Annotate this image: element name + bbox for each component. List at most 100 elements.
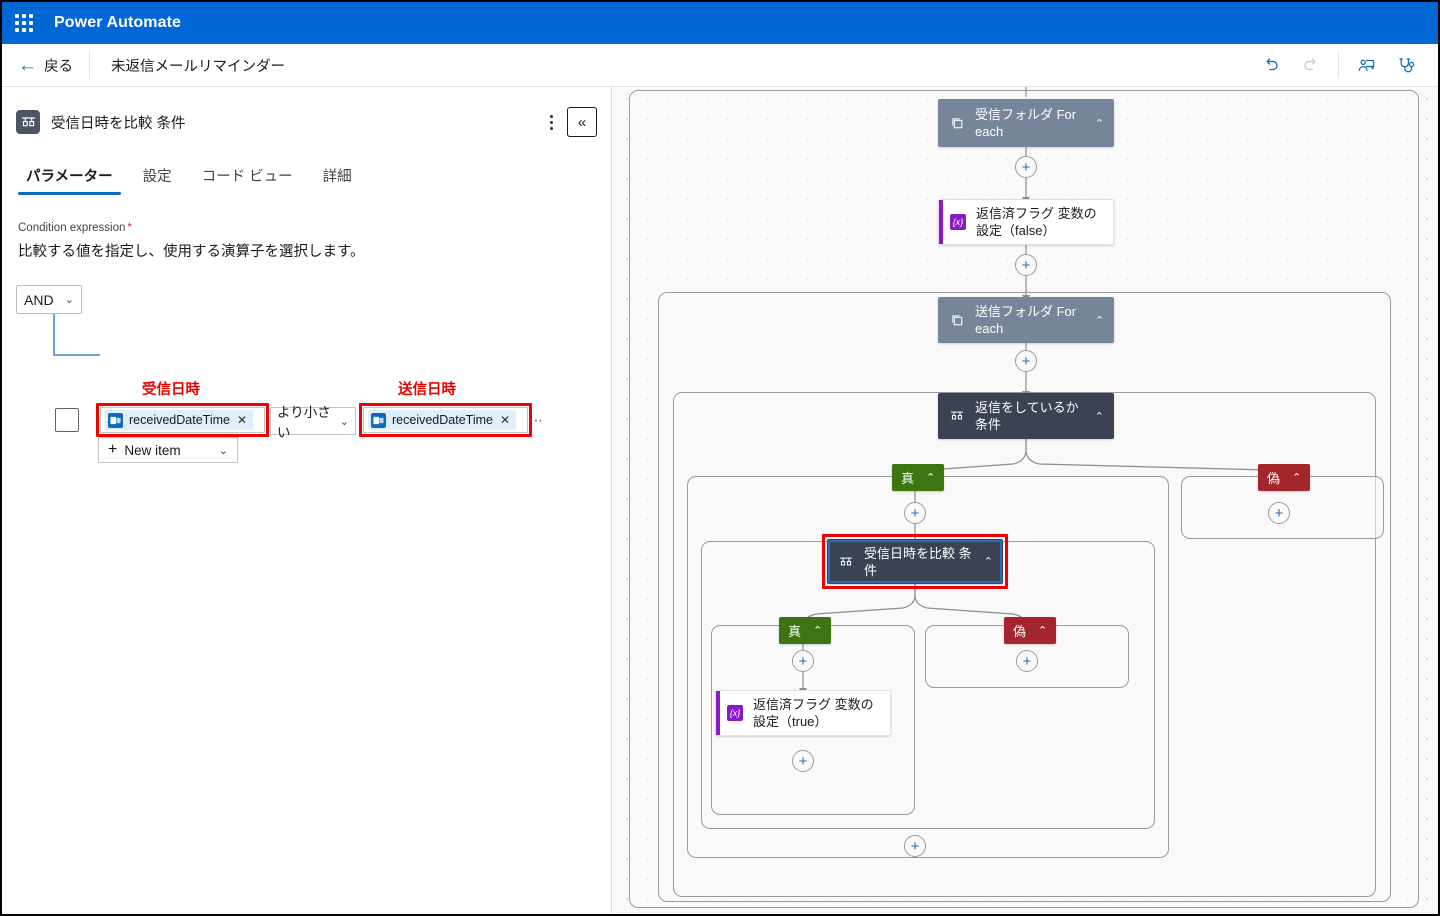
- node-title: 返信をしているか 条件: [975, 400, 1079, 432]
- more-options-icon[interactable]: [539, 108, 563, 136]
- chevron-double-left-icon[interactable]: «: [567, 107, 597, 137]
- node-title: 受信フォルダ For each: [975, 107, 1077, 139]
- branch-label-text: 真: [788, 624, 802, 639]
- add-step-button-2[interactable]: +: [1015, 254, 1037, 276]
- node-condition-compare[interactable]: 受信日時を比較 条件 ⌃: [827, 539, 1003, 584]
- chevron-down-icon: ⌄: [218, 444, 228, 457]
- flow-canvas[interactable]: 受信フォルダ For each ⌃ {x} 返信済フラグ 変数の設定（false…: [613, 87, 1438, 914]
- variable-accent-bar: [716, 691, 720, 735]
- new-item-button[interactable]: + New item ⌄: [98, 437, 238, 463]
- chevron-up-icon: ⌃: [926, 472, 936, 484]
- row-more-options-icon[interactable]: ⋯: [529, 412, 545, 428]
- person-screen-icon[interactable]: [1346, 45, 1386, 85]
- tab-details[interactable]: 詳細: [322, 169, 352, 185]
- brand-bar: Power Automate: [2, 2, 1438, 44]
- required-asterisk: *: [127, 222, 132, 234]
- add-step-button-compare-true[interactable]: +: [792, 650, 814, 672]
- node-setvar-true[interactable]: {x} 返信済フラグ 変数の設定（true）: [715, 690, 891, 736]
- tab-settings[interactable]: 設定: [142, 169, 172, 185]
- logic-operator-select[interactable]: AND ⌄: [16, 285, 82, 314]
- condition-expression-field: Condition expression* 比較する値を指定し、使用する演算子を…: [2, 222, 611, 261]
- branch-label-text: 真: [901, 471, 915, 486]
- close-icon[interactable]: ✕: [499, 413, 511, 427]
- condition-expression-label: Condition expression*: [18, 222, 595, 234]
- arrow-left-icon: ←: [18, 54, 37, 76]
- app-launcher-icon[interactable]: [2, 2, 46, 44]
- chevron-up-icon[interactable]: ⌃: [983, 556, 993, 568]
- condition-row-checkbox[interactable]: [55, 408, 79, 432]
- branch-label-compare-true[interactable]: 真 ⌃: [779, 617, 832, 644]
- token-received-datetime-left[interactable]: receivedDateTime ✕: [105, 410, 254, 430]
- branch-label-replied-true[interactable]: 真 ⌃: [892, 464, 945, 491]
- undo-button[interactable]: [1251, 45, 1291, 85]
- branch-label-compare-false[interactable]: 偽 ⌃: [1004, 617, 1057, 644]
- command-bar-divider-2: [1338, 52, 1339, 78]
- back-button[interactable]: ← 戻る: [2, 44, 89, 87]
- add-step-button-1[interactable]: +: [1015, 156, 1037, 178]
- token-label: receivedDateTime: [392, 413, 493, 427]
- add-step-button-after-compare[interactable]: +: [904, 835, 926, 857]
- condition-expression-description: 比較する値を指定し、使用する演算子を選択します。: [18, 244, 365, 260]
- chevron-down-icon: ⌄: [64, 294, 74, 306]
- chevron-down-icon: ⌄: [339, 415, 349, 428]
- chevron-up-icon[interactable]: ⌃: [1094, 117, 1104, 130]
- command-bar-divider: [89, 51, 90, 79]
- highlight-right-operand: [359, 403, 532, 437]
- left-operand-input[interactable]: receivedDateTime ✕: [100, 407, 265, 433]
- condition-expression-label-text: Condition expression: [18, 222, 126, 234]
- node-title: 返信済フラグ 変数の設定（true）: [753, 697, 874, 729]
- add-step-button-after-setvar-true[interactable]: +: [792, 750, 814, 772]
- panel-tabs: パラメーター 設定 コード ビュー 詳細: [2, 159, 611, 198]
- branch-label-replied-false[interactable]: 偽 ⌃: [1258, 464, 1311, 491]
- right-operand-input[interactable]: receivedDateTime ✕: [363, 407, 528, 433]
- condition-rail-horizontal: [53, 354, 100, 356]
- chevron-up-icon[interactable]: ⌃: [1094, 410, 1104, 423]
- panel-title: 受信日時を比較 条件: [51, 115, 186, 132]
- tab-parameters[interactable]: パラメーター: [18, 159, 121, 198]
- branch-label-text: 偽: [1267, 471, 1281, 486]
- redo-button[interactable]: [1291, 45, 1331, 85]
- chevron-up-icon[interactable]: ⌃: [1094, 314, 1104, 327]
- add-step-button-3[interactable]: +: [1015, 350, 1037, 372]
- node-foreach-sent[interactable]: 送信フォルダ For each ⌃: [938, 297, 1114, 343]
- annotation-right-operand: 送信日時: [398, 382, 456, 398]
- comparison-operator-select[interactable]: より小さい ⌄: [270, 405, 356, 440]
- highlight-selected-node: [822, 534, 1008, 589]
- app-title: Power Automate: [54, 14, 182, 31]
- condition-rail-vertical: [53, 314, 55, 355]
- tab-code-view[interactable]: コード ビュー: [201, 169, 293, 185]
- token-received-datetime-right[interactable]: receivedDateTime ✕: [368, 410, 517, 430]
- foreach-icon: [948, 117, 966, 130]
- panel-header: 受信日時を比較 条件 «: [2, 87, 611, 137]
- outlook-icon: [371, 412, 386, 428]
- flow-name: 未返信メールリマインダー: [111, 58, 285, 75]
- action-details-panel: 受信日時を比較 条件 « パラメーター 設定 コード ビュー 詳細 Condit…: [2, 87, 612, 914]
- plus-icon: +: [108, 441, 118, 458]
- close-icon[interactable]: ✕: [236, 413, 248, 427]
- condition-icon: [948, 409, 966, 423]
- condition-icon: [16, 110, 40, 134]
- add-step-button-replied-true[interactable]: +: [904, 502, 926, 524]
- foreach-icon: [948, 314, 966, 327]
- variable-icon: {x}: [726, 705, 744, 721]
- command-bar: ← 戻る 未返信メールリマインダー: [2, 44, 1438, 87]
- stethoscope-icon[interactable]: [1386, 45, 1426, 85]
- add-step-button-compare-false[interactable]: +: [1016, 650, 1038, 672]
- condition-icon: [837, 555, 855, 569]
- node-foreach-inbox[interactable]: 受信フォルダ For each ⌃: [938, 99, 1114, 147]
- logic-operator-value: AND: [24, 291, 54, 308]
- comparison-operator-value: より小さい: [277, 405, 331, 440]
- node-setvar-false[interactable]: {x} 返信済フラグ 変数の設定（false）: [938, 199, 1114, 245]
- chevron-up-icon: ⌃: [1292, 472, 1302, 484]
- highlight-left-operand: [96, 403, 269, 437]
- chevron-up-icon: ⌃: [1038, 625, 1048, 637]
- back-button-label: 戻る: [44, 58, 73, 75]
- node-condition-replied[interactable]: 返信をしているか 条件 ⌃: [938, 393, 1114, 439]
- node-title: 受信日時を比較 条件: [864, 545, 972, 578]
- new-item-label: New item: [124, 442, 181, 458]
- node-title: 返信済フラグ 変数の設定（false）: [976, 206, 1097, 238]
- condition-builder: AND ⌄: [2, 285, 611, 395]
- add-step-button-replied-false[interactable]: +: [1268, 502, 1290, 524]
- node-title: 送信フォルダ For each: [975, 304, 1077, 336]
